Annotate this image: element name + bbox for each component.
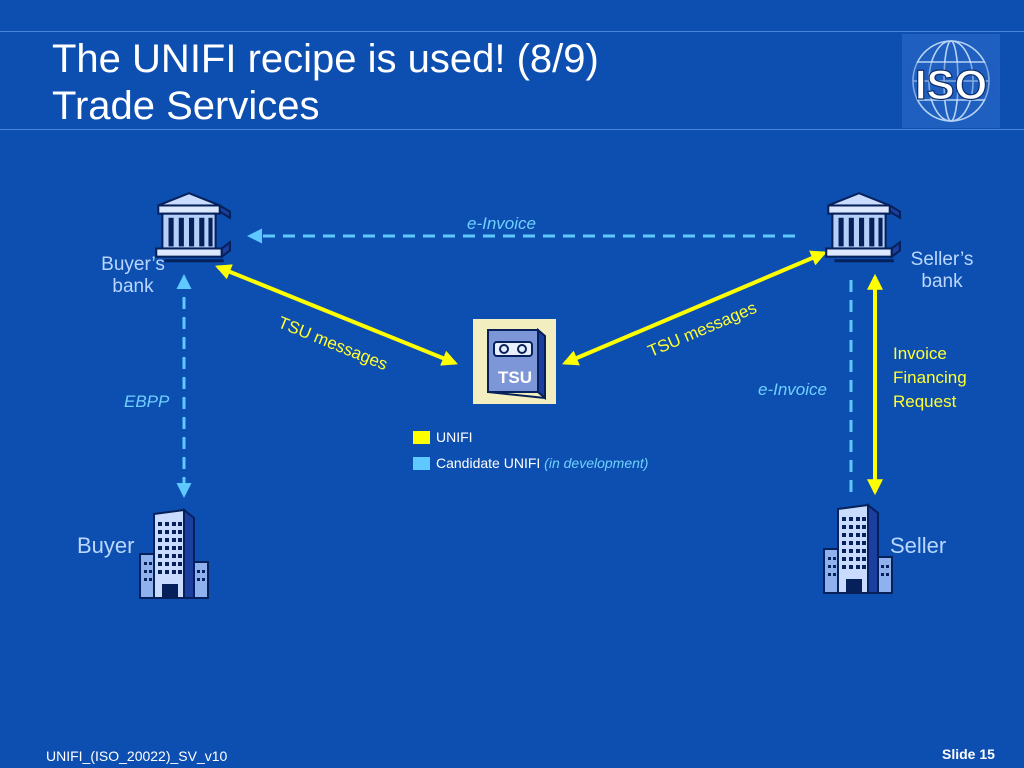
legend-swatch-candidate — [413, 456, 430, 470]
tsu-messages-right-label: TSU messages — [645, 298, 759, 361]
buyer-office-building-icon — [139, 509, 209, 599]
buyers-bank-icon — [154, 191, 232, 263]
iso-logo-text: ISO — [915, 61, 987, 108]
einvoice-right-label: e-Invoice — [758, 380, 827, 399]
footer-slide-number: Slide 15 — [942, 746, 995, 762]
tsu-label: TSU — [498, 368, 532, 387]
legend-item-candidate: Candidate UNIFI (in development) — [413, 450, 648, 476]
buyer-label: Buyer — [77, 533, 135, 558]
top-rule — [0, 31, 1024, 32]
einvoice-top-label: e-Invoice — [467, 214, 536, 233]
page-title: The UNIFI recipe is used! (8/9) Trade Se… — [52, 36, 599, 130]
title-underline — [0, 129, 1024, 130]
tsu-messages-left-label: TSU messages — [275, 313, 390, 374]
legend-label-unifi: UNIFI — [436, 429, 473, 445]
tsu-left-connector — [215, 264, 458, 366]
tsu-right-connector — [562, 250, 827, 366]
seller-label: Seller — [890, 533, 947, 558]
tsu-server-icon: TSU — [473, 319, 556, 404]
legend: UNIFI Candidate UNIFI (in development) — [413, 424, 648, 476]
sellers-bank-label: Seller’s bank — [910, 249, 974, 292]
title-line-1: The UNIFI recipe is used! (8/9) — [52, 37, 599, 81]
seller-office-building-icon — [823, 504, 893, 594]
footer-document-id: UNIFI_(ISO_20022)_SV_v10 — [46, 748, 228, 764]
iso-logo-icon: ISO — [902, 34, 1000, 128]
buyers-bank-label: Buyer’s bank — [101, 254, 165, 297]
title-line-2: Trade Services — [52, 84, 320, 128]
sellers-bank-icon — [824, 191, 902, 263]
legend-label-candidate-note: (in development) — [544, 455, 649, 471]
legend-swatch-unifi — [413, 430, 430, 444]
legend-label-candidate: Candidate UNIFI — [436, 455, 545, 471]
legend-item-unifi: UNIFI — [413, 424, 648, 450]
invoice-financing-request-label: Invoice Financing Request — [893, 344, 967, 411]
ebpp-label: EBPP — [124, 392, 170, 411]
